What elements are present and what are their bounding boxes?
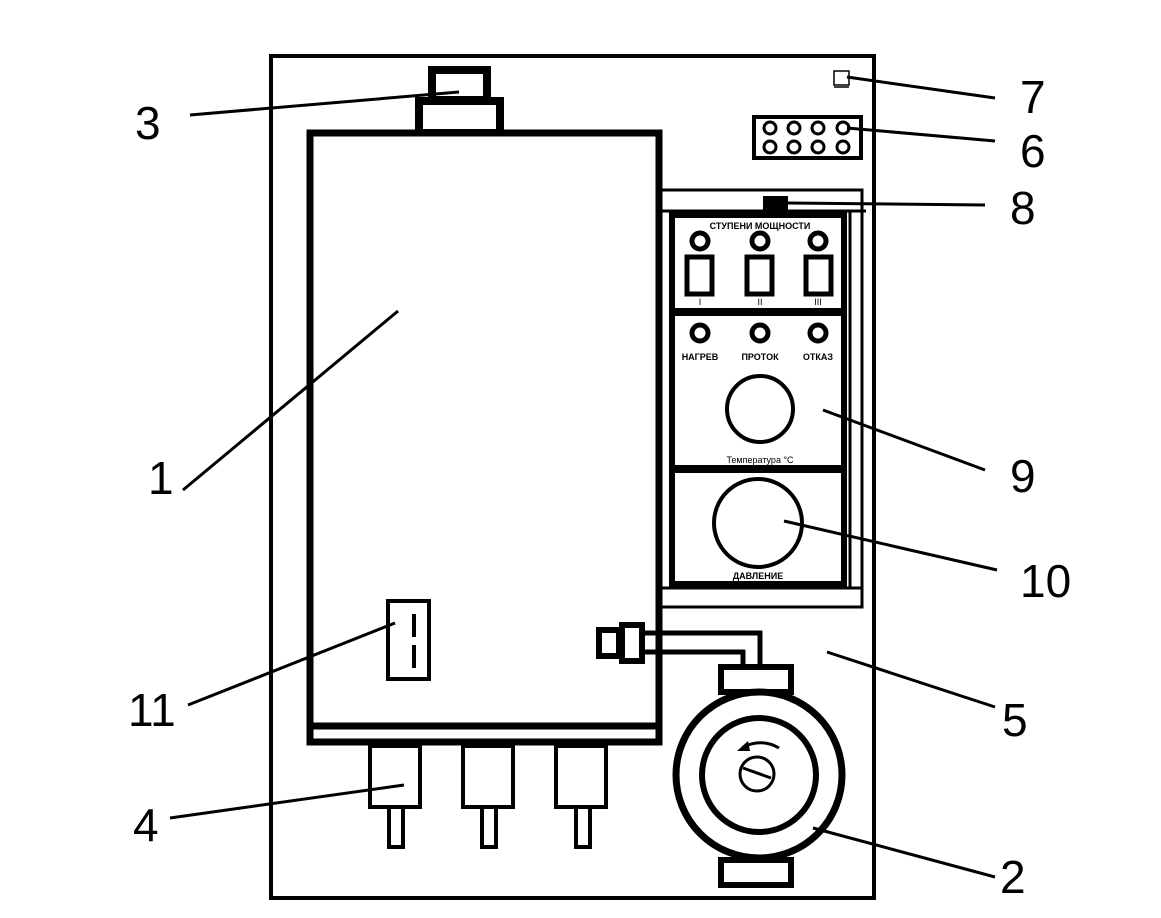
- callout-10: 10: [1020, 555, 1071, 607]
- power-stages-panel: [669, 212, 847, 314]
- leader-8: [787, 201, 986, 207]
- callout-6: 6: [1020, 125, 1046, 177]
- pressure-panel: [669, 467, 847, 587]
- callout-3: 3: [135, 97, 161, 149]
- temperature-label: Температура °C: [726, 455, 794, 465]
- callout-2: 2: [1000, 851, 1026, 903]
- leader-4: [169, 783, 405, 820]
- callout-4: 4: [133, 799, 159, 851]
- callout-9: 9: [1010, 450, 1036, 502]
- leader-11: [187, 621, 396, 707]
- leader-3: [189, 90, 460, 117]
- indicator-label-heating: НАГРЕВ: [682, 352, 719, 362]
- leader-lines: [169, 75, 998, 879]
- leader-2: [812, 826, 996, 879]
- indicator-label-fault: ОТКАЗ: [803, 352, 833, 362]
- leader-1: [182, 309, 399, 492]
- control-panel-bracket: [657, 188, 866, 609]
- callout-8: 8: [1010, 182, 1036, 234]
- pipe-connections: [368, 744, 608, 849]
- stage-switch-3: [803, 254, 834, 297]
- callout-1: 1: [148, 452, 174, 504]
- temperature-panel: [669, 310, 847, 471]
- indicator-label-flow: ПРОТОК: [741, 352, 779, 362]
- flow-indicator: [749, 322, 771, 344]
- stage-switch-1: [684, 254, 715, 297]
- pressure-gauge: [712, 477, 804, 569]
- leader-9: [822, 408, 986, 472]
- stage-label-1: I: [699, 297, 702, 307]
- fault-indicator: [807, 322, 829, 344]
- power-stages-title: СТУПЕНИ МОЩНОСТИ: [710, 221, 811, 231]
- stage-label-3: III: [814, 297, 822, 307]
- stage-label-2: II: [757, 297, 762, 307]
- stage-switch-2: [744, 254, 775, 297]
- safety-thermostat: [386, 599, 431, 681]
- outlet-pipe: [596, 622, 763, 668]
- leader-6: [846, 126, 996, 143]
- pressure-label: ДАВЛЕНИЕ: [733, 571, 783, 581]
- main-switch: [763, 196, 788, 211]
- ground-terminal: [833, 70, 850, 88]
- callout-5: 5: [1002, 694, 1028, 746]
- terminal-block: [752, 115, 863, 160]
- heating-indicator: [689, 322, 711, 344]
- temperature-knob: [725, 374, 795, 444]
- housing-frame: [269, 54, 876, 900]
- circulation-pump: [672, 664, 846, 888]
- leader-10: [783, 519, 998, 572]
- air-vent: [415, 66, 504, 137]
- leader-7: [846, 75, 996, 100]
- leader-5: [826, 650, 996, 709]
- callout-11: 11: [128, 684, 176, 736]
- callout-7: 7: [1020, 71, 1046, 123]
